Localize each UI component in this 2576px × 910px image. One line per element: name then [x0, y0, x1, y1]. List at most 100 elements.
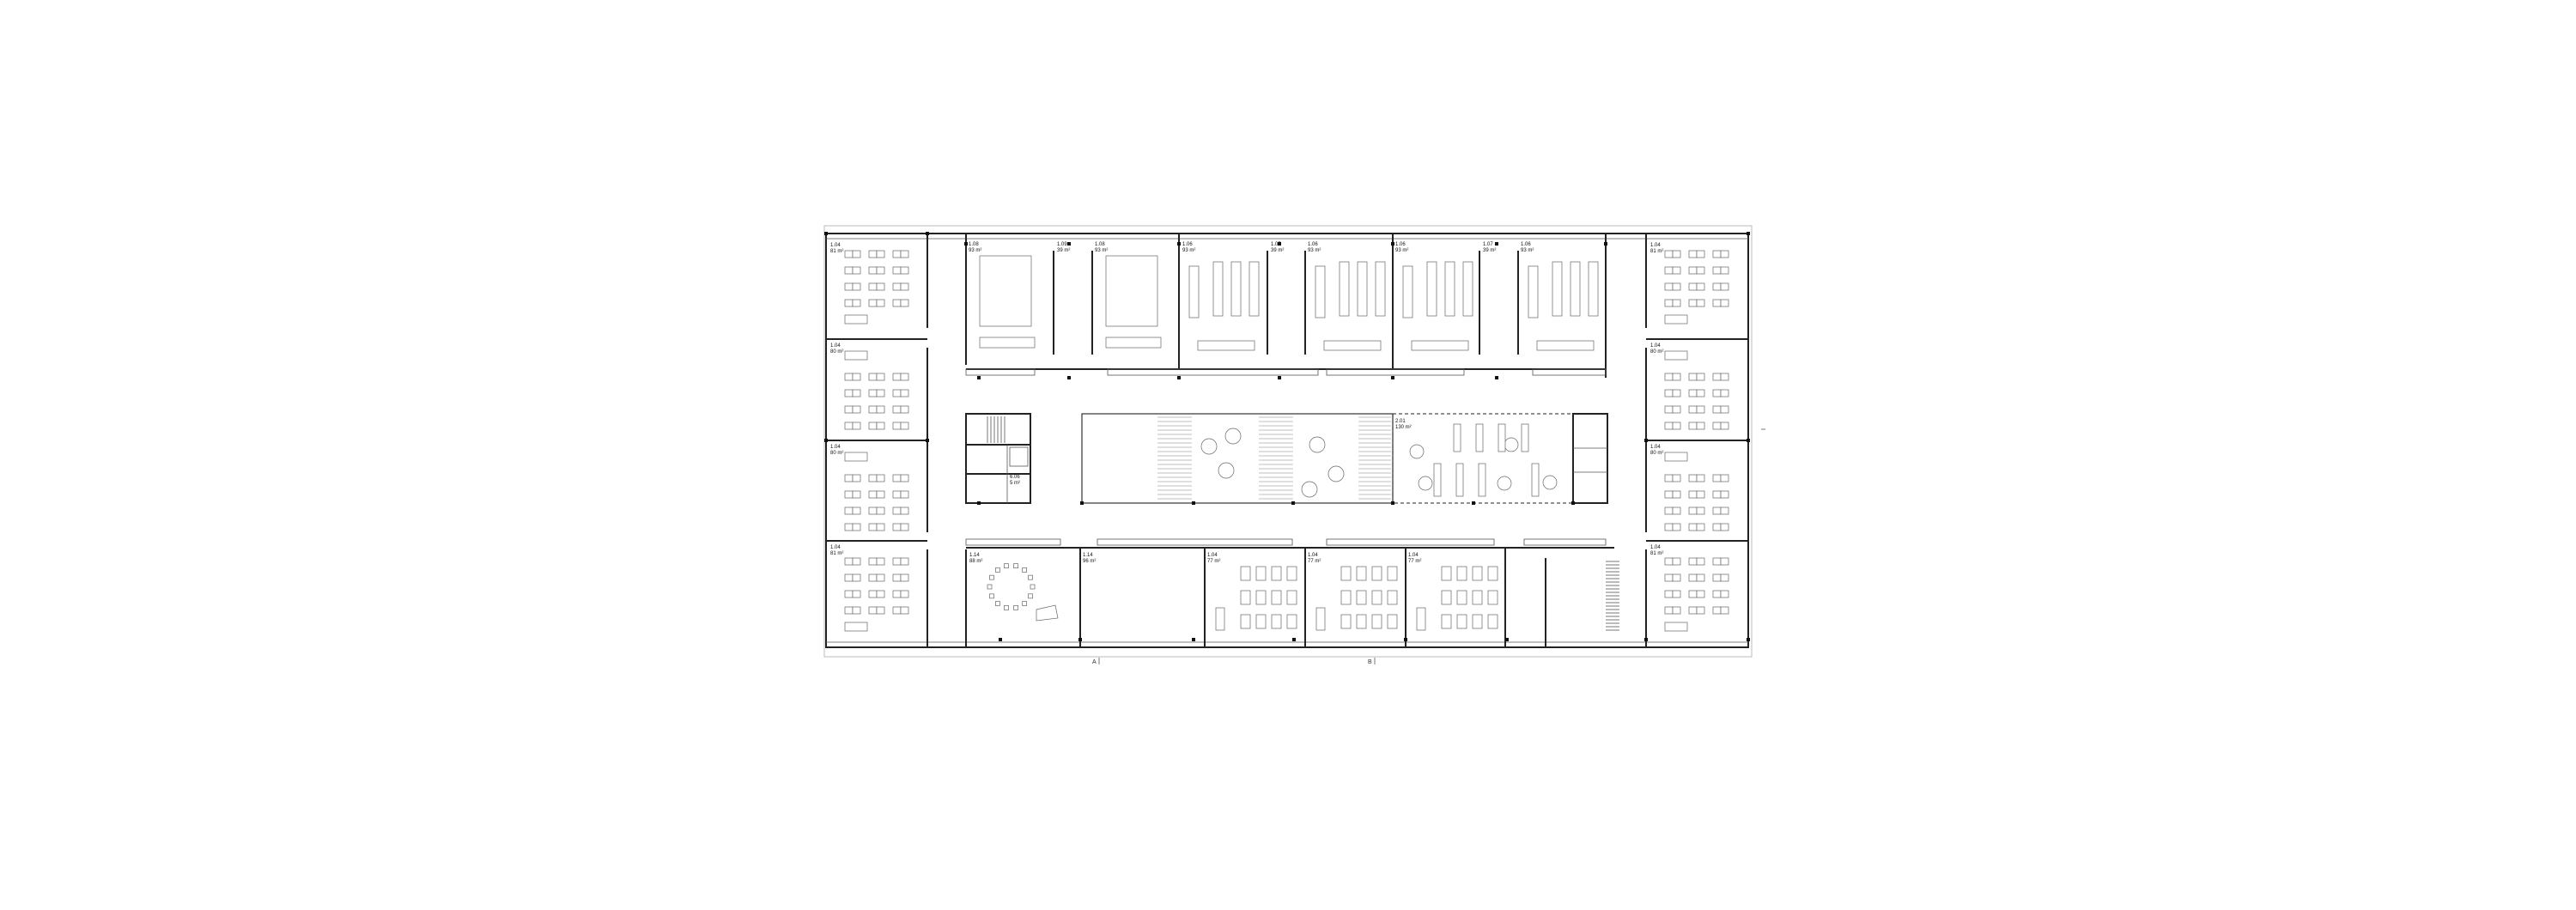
- round-table: [1409, 444, 1425, 459]
- column: [1080, 501, 1084, 505]
- teacher-desk: [1664, 452, 1688, 462]
- u-table: [979, 255, 1032, 327]
- desk: [852, 373, 861, 381]
- table: [1402, 265, 1413, 318]
- desk: [852, 389, 861, 397]
- room-area: 39 m²: [1057, 248, 1070, 253]
- balcony-railing: [965, 368, 1036, 376]
- chair: [995, 567, 1000, 573]
- desk: [1441, 614, 1452, 629]
- chair: [1013, 563, 1018, 568]
- desk: [892, 606, 902, 615]
- desk: [1696, 299, 1705, 307]
- teacher-desk: [1315, 607, 1326, 631]
- desk: [1688, 474, 1698, 482]
- room-number: 1.04: [830, 343, 841, 349]
- table: [1375, 261, 1386, 317]
- desk: [1696, 507, 1705, 515]
- desk: [892, 282, 902, 291]
- desk: [1672, 507, 1681, 515]
- desk: [900, 490, 909, 499]
- teacher-desk: [1416, 607, 1426, 631]
- column: [1404, 638, 1407, 641]
- desk: [1696, 573, 1705, 582]
- room-number: 1.07: [1271, 242, 1281, 247]
- desk: [852, 250, 861, 258]
- desk: [1664, 250, 1674, 258]
- bench: [1411, 340, 1469, 351]
- desk: [868, 389, 878, 397]
- desk: [1240, 614, 1251, 629]
- desk: [1712, 490, 1722, 499]
- desk: [1664, 299, 1674, 307]
- desk: [1664, 389, 1674, 397]
- desk: [868, 573, 878, 582]
- desk: [1696, 389, 1705, 397]
- desk: [1720, 299, 1729, 307]
- desk: [1712, 422, 1722, 430]
- desk: [1356, 614, 1367, 629]
- desk: [876, 557, 885, 566]
- room-number: 1.04: [1650, 545, 1661, 550]
- chair: [995, 601, 1000, 606]
- desk: [1240, 590, 1251, 605]
- desk: [1688, 573, 1698, 582]
- stair-toilet-core: [965, 413, 1031, 504]
- room-number: 1.06: [1395, 242, 1406, 247]
- room-number: 1.06: [1521, 242, 1531, 247]
- desk: [1672, 389, 1681, 397]
- column: [977, 376, 981, 379]
- column: [1505, 638, 1509, 641]
- desk: [900, 405, 909, 414]
- bench: [1536, 340, 1595, 351]
- desk: [1286, 590, 1297, 605]
- room-area: 81 m²: [1650, 249, 1663, 254]
- desk: [844, 557, 854, 566]
- teacher-desk: [844, 314, 868, 325]
- desk: [852, 422, 861, 430]
- desk: [1720, 573, 1729, 582]
- room-number: 1.09: [1057, 242, 1067, 247]
- column: [1177, 376, 1181, 379]
- desk: [1712, 405, 1722, 414]
- table: [1315, 265, 1326, 318]
- teacher-desk: [844, 622, 868, 632]
- desk: [1712, 590, 1722, 598]
- desk: [1664, 405, 1674, 414]
- desk: [1356, 590, 1367, 605]
- balcony-railing: [1523, 538, 1607, 546]
- room-area: 81 m²: [830, 249, 843, 254]
- desk: [844, 490, 854, 499]
- table: [1444, 261, 1455, 317]
- desk: [852, 266, 861, 275]
- desk: [1441, 566, 1452, 581]
- desk: [852, 523, 861, 531]
- desk: [1720, 405, 1729, 414]
- column: [1067, 376, 1071, 379]
- desk: [1696, 422, 1705, 430]
- desk: [1688, 250, 1698, 258]
- desk: [1340, 590, 1352, 605]
- desk: [1688, 389, 1698, 397]
- column: [824, 232, 828, 235]
- chair: [987, 584, 993, 590]
- room-area: 39 m²: [1483, 248, 1496, 253]
- desk: [868, 557, 878, 566]
- desk: [1664, 474, 1674, 482]
- desk: [868, 266, 878, 275]
- section-mark-a: A: [1092, 659, 1097, 665]
- desk: [876, 507, 885, 515]
- desk: [1487, 590, 1498, 605]
- desk: [1672, 573, 1681, 582]
- desk: [892, 250, 902, 258]
- desk: [1720, 590, 1729, 598]
- desk: [852, 590, 861, 598]
- desk: [844, 606, 854, 615]
- desk: [1664, 282, 1674, 291]
- desk: [1688, 282, 1698, 291]
- desk: [1487, 566, 1498, 581]
- desk: [1712, 266, 1722, 275]
- desk: [1712, 373, 1722, 381]
- desk: [1696, 474, 1705, 482]
